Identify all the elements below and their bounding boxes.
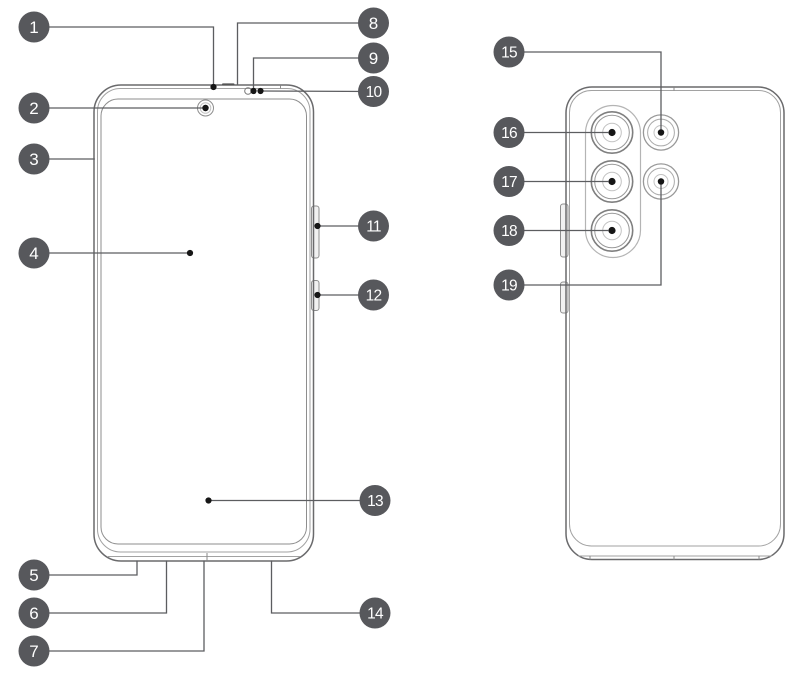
callout-badge-7	[18, 635, 50, 667]
callout-number-12: 12	[366, 288, 382, 305]
callout-badge-15	[493, 36, 525, 68]
callout-badge-5	[18, 559, 50, 591]
callout-pointer-dot-13	[205, 497, 212, 504]
callout-badge-6	[18, 597, 50, 629]
callout-number-13: 13	[367, 493, 383, 510]
callout-number-10: 10	[366, 84, 383, 101]
callout-pointer-dot-11	[314, 222, 321, 230]
callout-number-9: 9	[369, 49, 378, 68]
callout-line-15	[509, 51, 662, 133]
callout-number-3: 3	[29, 150, 38, 169]
front-body-outline	[93, 84, 315, 562]
callout-badge-16	[493, 117, 525, 148]
callout-badge-10	[358, 76, 389, 107]
back-body-outline	[565, 86, 785, 561]
callout-number-17: 17	[501, 174, 517, 191]
callout-badge-2	[18, 92, 50, 124]
callout-badge-4	[18, 237, 50, 269]
callout-badge-19	[493, 269, 525, 301]
callout-pointer-dot-12	[314, 291, 321, 299]
earpiece-speaker-slit	[222, 83, 235, 86]
callout-pointer-dot-19	[657, 178, 665, 185]
callout-number-7: 7	[29, 642, 38, 661]
callout-number-16: 16	[501, 125, 517, 142]
callout-pointer-dot-17	[608, 178, 616, 185]
callout-line-9	[252, 57, 374, 91]
callout-badge-14	[359, 597, 391, 629]
callout-badge-12	[358, 279, 389, 311]
front-frame-line	[97, 88, 311, 553]
callout-pointer-dot-4	[186, 249, 194, 257]
callout-badge-3	[18, 143, 50, 175]
callout-badge-18	[493, 215, 525, 246]
callout-number-1: 1	[29, 18, 38, 37]
callout-line-10	[260, 90, 374, 93]
rear-view-power-button	[560, 281, 569, 314]
volume-button	[311, 205, 320, 259]
callout-number-8: 8	[369, 14, 378, 33]
callout-line-1	[34, 26, 215, 87]
back-view	[560, 86, 785, 561]
callout-badge-8	[358, 7, 389, 39]
callout-pointer-dot-15	[657, 129, 665, 136]
callout-badge-17	[493, 166, 525, 197]
callout-number-11: 11	[366, 219, 381, 236]
callout-badge-1	[18, 11, 50, 43]
callout-line-8	[236, 22, 374, 85]
callout-pointer-dot-10	[257, 87, 264, 95]
callout-line-7	[34, 560, 205, 652]
callout-line-19	[509, 181, 662, 286]
callout-badge-9	[358, 42, 389, 74]
callout-number-19: 19	[501, 278, 517, 295]
callout-pointer-dot-2	[202, 104, 209, 112]
callout-badge-11	[358, 210, 389, 242]
callout-line-14	[270, 560, 375, 614]
callout-line-5	[34, 560, 138, 576]
callout-number-4: 4	[29, 244, 38, 263]
callout-pointer-dot-1	[210, 83, 217, 91]
callout-number-15: 15	[501, 45, 517, 62]
callout-number-2: 2	[29, 99, 38, 118]
front-view	[93, 83, 320, 562]
callout-number-18: 18	[501, 223, 517, 240]
front-screen	[100, 98, 307, 545]
callout-badge-13	[359, 485, 391, 516]
callout-number-5: 5	[29, 566, 38, 585]
callout-pointer-dot-16	[608, 129, 616, 136]
back-cover-line	[569, 90, 781, 547]
callout-number-6: 6	[29, 604, 38, 623]
callout-number-14: 14	[367, 606, 384, 623]
callout-pointer-dot-9	[250, 87, 257, 95]
callout-pointer-dot-18	[608, 227, 616, 234]
callout-line-6	[34, 560, 168, 614]
